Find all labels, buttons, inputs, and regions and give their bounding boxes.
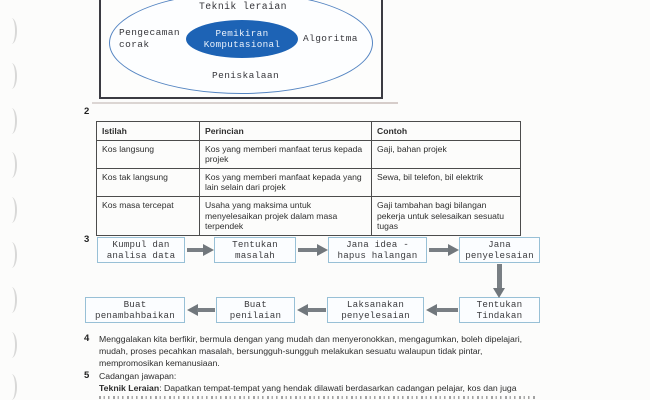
flow-box-line: penyelesaian [341,310,410,321]
flow-box-jana-idea: Jana idea - hapus halangan [328,237,427,263]
answer-text: : Dapatkan tempat-tempat yang hendak dil… [159,383,517,393]
flow-box-line: Jana [488,238,511,250]
venn-left-line1: Pengecaman [119,27,181,38]
arrow-left-icon [307,307,326,312]
binder-mark [7,18,17,44]
flow-box-line: masalah [235,250,275,261]
binder-mark [7,108,17,134]
flow-box-line: analisa data [106,250,176,261]
frame-shadow-line [92,102,398,104]
venn-center-line1: Pemikiran [215,28,269,39]
cell-istilah: Kos masa tercepat [96,195,200,236]
binder-mark [7,197,17,223]
flow-box-line: Jana idea - [346,238,409,250]
table-row: Kos langsung Kos yang memberi manfaat te… [96,139,521,169]
arrow-left-icon [436,307,458,312]
paragraph-5-heading: Cadangan jawapan: [99,370,177,381]
paragraph-4-line1: Menggalakan kita berfikir, bermula denga… [99,333,523,344]
flow-box-line: Tentukan [476,298,523,310]
cost-table: Istilah Perincian Contoh Kos langsung Ko… [96,121,521,236]
binder-mark [7,152,17,178]
flow-box-line: Buat [123,298,147,310]
venn-center-line2: Komputasional [203,39,281,50]
arrow-left-head-icon [426,303,437,316]
flow-box-line: Buat [244,298,267,310]
arrow-left-head-icon [187,303,198,316]
venn-left-line2: corak [119,39,150,50]
flow-box-line: hapus halangan [337,250,418,261]
clipped-text-line [99,395,537,399]
paragraph-5-answer: Teknik Leraian: Dapatkan tempat-tempat y… [99,382,517,394]
cell-perincian: Usaha yang maksima untuk menyelesaikan p… [199,195,372,236]
cell-contoh: Gaji, bahan projek [371,139,521,169]
binder-mark [7,287,17,313]
item-number-5: 5 [84,369,90,381]
cell-istilah: Kos langsung [96,139,200,169]
col-header-contoh: Contoh [371,121,521,141]
flow-box-line: Tindakan [476,310,523,321]
arrow-right-head-icon [203,243,214,256]
arrow-right-head-icon [448,243,459,256]
paragraph-4-line2: mudah, proses pecahkan masalah, bersungg… [99,345,483,356]
flow-box-line: Kumpul dan [112,238,170,250]
venn-title-label: Teknik leraian [199,1,287,12]
flow-box-line: penilaian [229,310,282,321]
arrow-right-icon [187,247,204,252]
arrow-down-head-icon [493,288,505,298]
binder-mark [7,63,17,89]
binder-mark [7,332,17,358]
venn-left-label: Pengecaman corak [119,27,180,51]
flow-box-line: Tentukan [232,238,278,250]
col-header-istilah: Istilah [96,121,200,141]
table-row: Kos tak langsung Kos yang memberi manfaa… [96,167,521,197]
paragraph-4: Menggalakan kita berfikir, bermula denga… [99,333,522,370]
cell-contoh: Gaji tambahan bagi bilangan pekerja untu… [371,195,521,236]
flow-box-line: penambahbaikan [95,310,175,321]
flow-box-line: Laksanakan [346,298,405,310]
flow-box-buat-penilaian: Buat penilaian [216,297,295,323]
arrow-down-icon [497,264,502,288]
binder-mark [7,242,17,268]
arrow-left-head-icon [297,303,308,316]
paragraph-4-line3: mempromosikan kemanusiaan. [99,358,220,369]
binder-mark [7,374,17,400]
flow-box-tentukan-tindakan: Tentukan Tindakan [459,297,540,323]
table-row: Kos masa tercepat Usaha yang maksima unt… [96,195,521,236]
flow-box-tentukan-masalah: Tentukan masalah [214,237,296,263]
flow-box-buat-penambahbaikan: Buat penambahbaikan [85,297,185,323]
flow-box-laksanakan: Laksanakan penyelesaian [327,297,424,323]
item-number-2: 2 [84,106,90,117]
arrow-right-head-icon [317,243,328,256]
venn-center-ellipse: Pemikiran Komputasional [186,20,298,58]
venn-bottom-label: Peniskalaan [212,70,280,81]
cell-istilah: Kos tak langsung [96,167,200,197]
arrow-right-icon [298,247,318,252]
col-header-perincian: Perincian [199,121,372,141]
arrow-left-icon [197,307,215,312]
flow-box-kumpul-data: Kumpul dan analisa data [97,237,185,263]
item-number-4: 4 [84,332,90,344]
table-header-row: Istilah Perincian Contoh [96,121,521,141]
cell-perincian: Kos yang memberi manfaat kepada yang lai… [199,167,372,197]
flow-box-line: penyelesaian [465,250,534,261]
flow-box-jana-penyelesaian: Jana penyelesaian [459,237,540,263]
cell-perincian: Kos yang memberi manfaat terus kepada pr… [199,139,372,169]
answer-term: Teknik Leraian [99,383,160,393]
venn-right-label: Algoritma [303,33,358,44]
item-number-3: 3 [84,234,90,245]
cell-contoh: Sewa, bil telefon, bil elektrik [371,167,521,197]
arrow-right-icon [429,247,449,252]
